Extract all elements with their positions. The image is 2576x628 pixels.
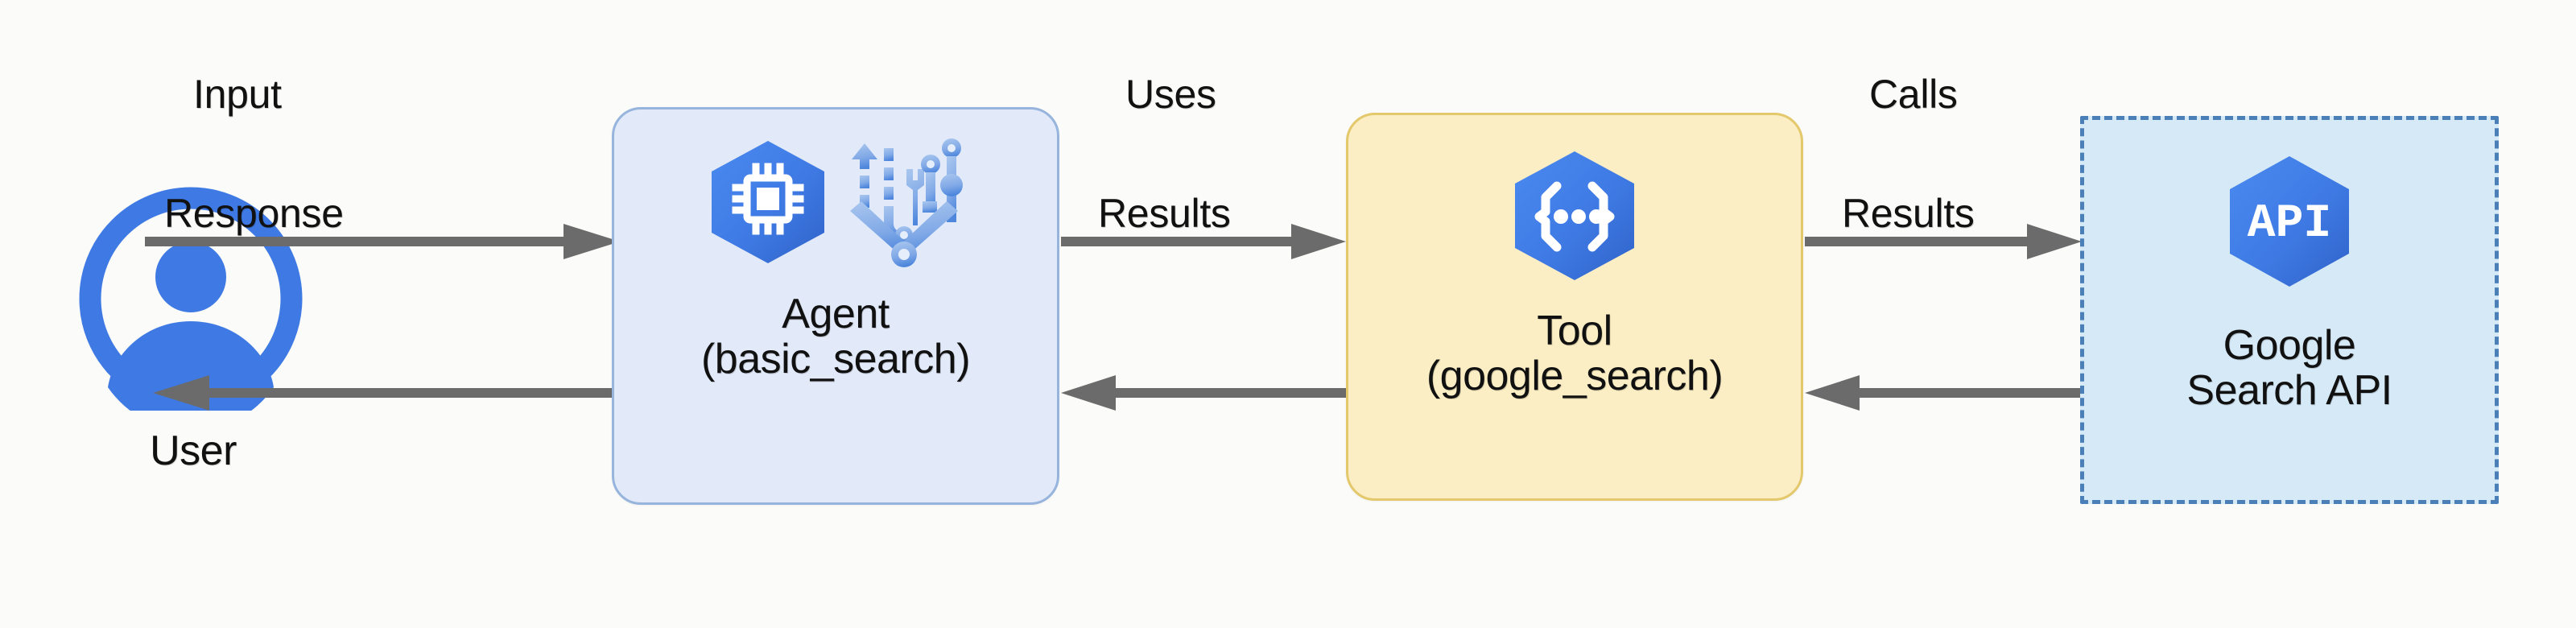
api-hexagon-text: API	[2248, 198, 2331, 250]
agent-workflow-icon	[850, 138, 963, 267]
node-tool[interactable]: Tool (google_search)	[1346, 113, 1803, 501]
cpu-hexagon-icon	[712, 141, 824, 263]
user-label: User	[150, 428, 237, 474]
edge-response	[153, 375, 616, 411]
node-google-search-api-label: Google Search API	[2186, 322, 2392, 415]
edge-label-tool-results: Results	[1098, 191, 1231, 236]
edge-tool-results	[1061, 375, 1346, 411]
node-agent-label: Agent (basic_search)	[700, 291, 971, 383]
node-tool-label: Tool (google_search)	[1426, 308, 1724, 400]
edge-api-results	[1805, 375, 2082, 411]
edge-label-calls: Calls	[1869, 72, 1958, 117]
edge-calls	[1805, 224, 2082, 259]
edge-input	[145, 224, 620, 259]
edge-label-uses: Uses	[1125, 72, 1216, 117]
edge-label-response: Response	[164, 191, 344, 236]
agent-icon-group	[707, 134, 964, 271]
api-icon-group: API	[2225, 152, 2354, 291]
edge-label-api-results: Results	[1842, 191, 1975, 236]
api-brackets-hexagon-icon	[1515, 151, 1634, 280]
edge-label-input: Input	[193, 72, 282, 117]
node-agent[interactable]: Agent (basic_search)	[612, 107, 1059, 505]
edge-uses	[1061, 224, 1346, 259]
node-google-search-api[interactable]: API Google Search API	[2080, 116, 2499, 504]
api-hexagon-icon: API	[2230, 156, 2349, 287]
tool-icon-group	[1510, 147, 1639, 284]
